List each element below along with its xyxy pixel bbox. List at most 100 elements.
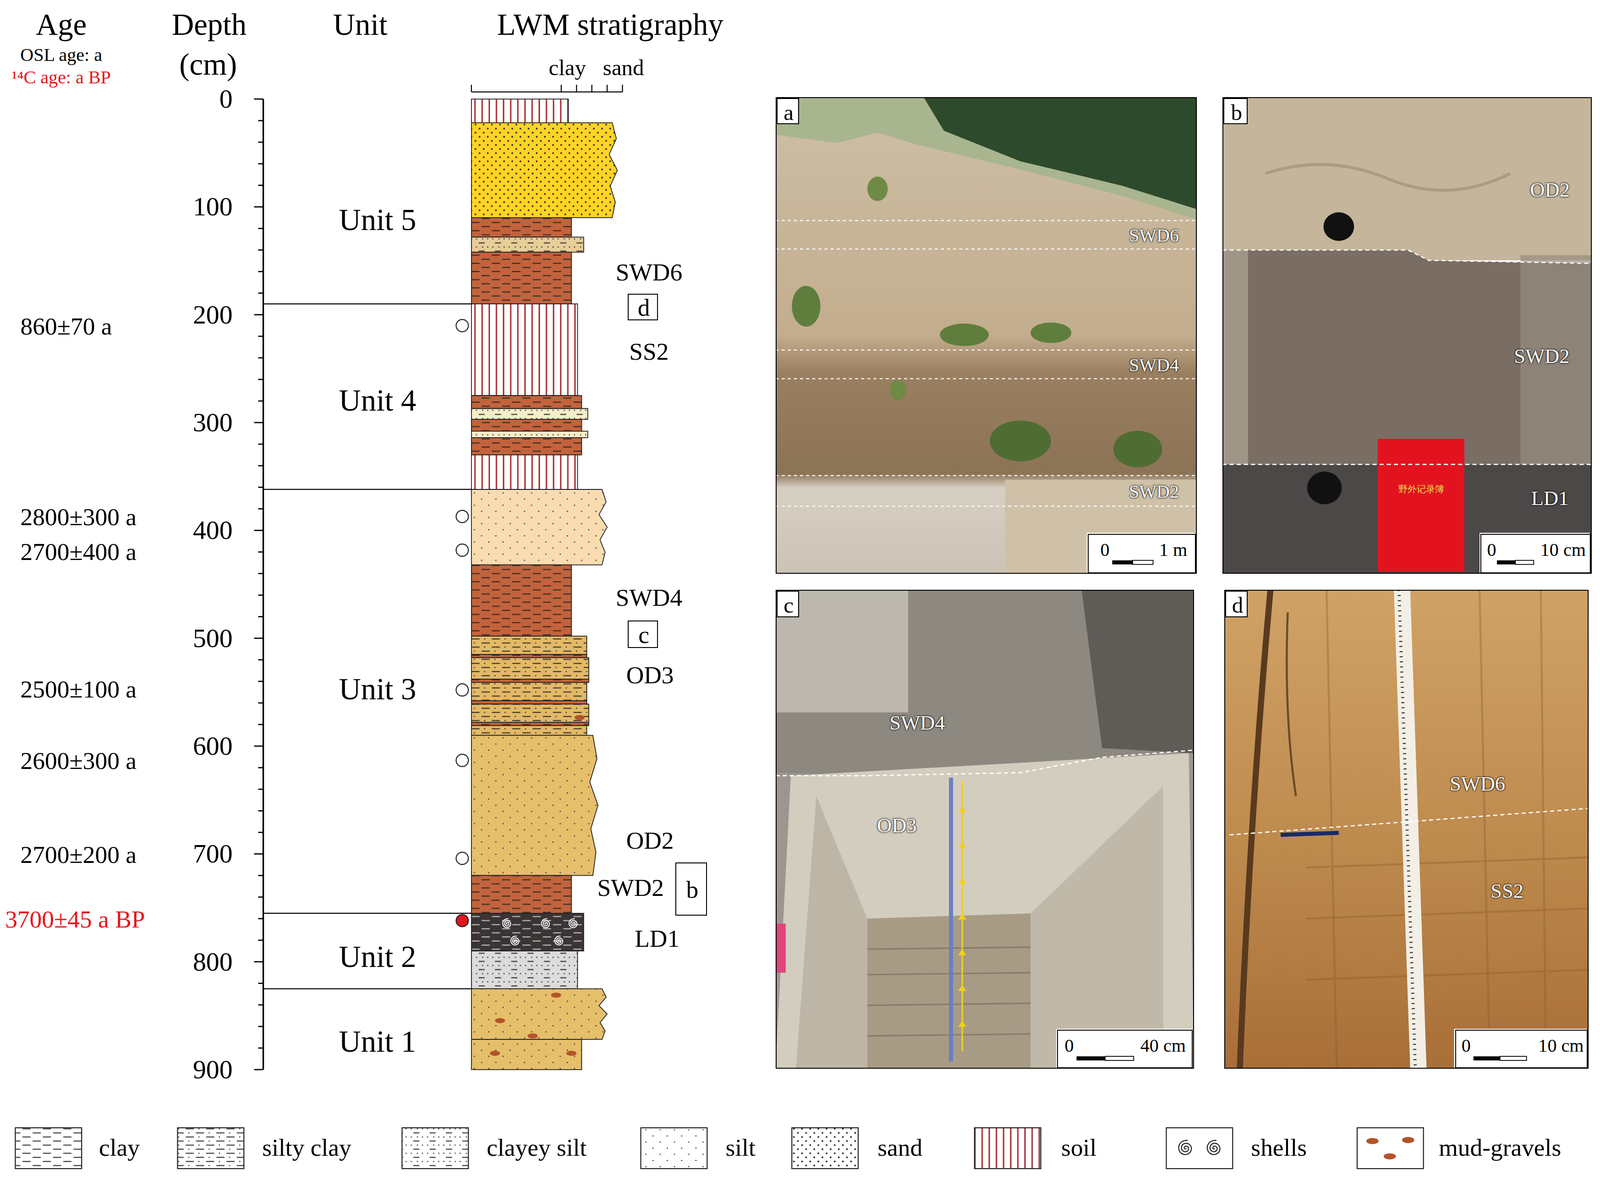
- photo-a-cliff: [775, 97, 799, 124]
- layer-label: OD3: [626, 663, 674, 688]
- legend-text: clay: [98, 1135, 140, 1161]
- photo-c-pit: [958, 913, 967, 920]
- photo-layer-label: OD3: [876, 815, 917, 836]
- photo-d-section: [1500, 1056, 1527, 1061]
- depth-tick: [257, 810, 264, 812]
- depth-tick: [257, 723, 264, 726]
- grain-size-tick: [560, 84, 562, 93]
- photo-c-pit: [958, 984, 967, 991]
- box-text: d: [1232, 593, 1244, 617]
- sediment-layer: [471, 1039, 582, 1070]
- photo-d-section: [1239, 589, 1271, 1069]
- header: OSL age: a: [20, 45, 103, 65]
- osl-age-label: 2800±300 a: [20, 504, 137, 530]
- box-text: b: [685, 877, 699, 902]
- depth-tick-label: 800: [192, 948, 233, 976]
- photo-layer-label: SS2: [1490, 880, 1524, 902]
- legend: [15, 1127, 1424, 1169]
- osl-age-label: 860±70 a: [20, 314, 113, 339]
- photo-b-section: [1222, 250, 1592, 264]
- photo-panel: SWD4OD3c040 cm: [775, 589, 1195, 1069]
- photo-b-section: [1265, 164, 1511, 191]
- photo-b-section: [1222, 97, 1592, 261]
- box-text: 40 cm: [1140, 1036, 1186, 1055]
- header: Unit: [333, 9, 388, 40]
- depth-tick: [257, 227, 264, 230]
- photo-panel: SWD6SWD4SWD2a01 m: [775, 97, 1198, 574]
- layer-label: LD1: [634, 926, 680, 951]
- shell-symbol: [1178, 1139, 1192, 1155]
- mud-gravel: [1402, 1136, 1415, 1143]
- scale-bar-box: 01 m: [1087, 533, 1196, 574]
- sample-point: [455, 852, 469, 865]
- grain-size-tick: [621, 84, 623, 93]
- sediment-layer: [471, 564, 572, 636]
- layer-label: SWD6: [615, 260, 683, 285]
- depth-tick-label: 400: [192, 516, 233, 544]
- depth-tick: [257, 335, 264, 337]
- box-text: 10 cm: [1540, 540, 1586, 559]
- grain-size-tick: [591, 84, 593, 93]
- osl-age-label: 2700±200 a: [20, 843, 137, 868]
- photo-a-cliff: [775, 349, 1198, 351]
- photo-c-pit: [775, 589, 1195, 1069]
- layer-label: OD2: [626, 828, 674, 853]
- mud-gravel: [574, 714, 585, 720]
- photo-a-cliff: [775, 378, 1198, 379]
- grain-size-tick: [575, 84, 577, 93]
- depth-tick: [257, 249, 264, 251]
- sediment-layer: [471, 988, 608, 1040]
- photo-d-section: [1306, 969, 1590, 980]
- legend-swatch: [401, 1127, 469, 1169]
- photo-a-cliff: [775, 475, 1198, 477]
- depth-tick: [254, 745, 264, 747]
- sample-point: [455, 754, 469, 767]
- photo-c-pit: [958, 805, 967, 1027]
- shell-symbol: [569, 918, 577, 928]
- unit-boundary: [263, 303, 472, 305]
- sediment-layer: [471, 419, 582, 432]
- depth-tick: [257, 767, 264, 769]
- legend-swatch: [974, 1127, 1042, 1169]
- mud-gravel: [489, 1050, 500, 1056]
- photo-c-pit: [775, 589, 1195, 776]
- photo-a-cliff: [1112, 560, 1133, 565]
- depth-tick: [257, 702, 264, 704]
- sediment-layer: [471, 303, 578, 396]
- depth-tick: [257, 658, 264, 661]
- depth-tick: [257, 357, 264, 359]
- box-text: 1 m: [1159, 540, 1188, 559]
- photo-a-cliff: [775, 97, 1198, 574]
- sediment-layer: [471, 431, 588, 438]
- photo-a-cliff: [775, 220, 1198, 507]
- grain-size-ruler: [471, 91, 623, 93]
- depth-tick: [257, 982, 264, 984]
- header: ¹⁴C age: a BP: [11, 68, 111, 87]
- box-text: 10 cm: [1538, 1036, 1584, 1055]
- mud-gravel: [566, 1050, 577, 1056]
- photo-ref-box: d: [627, 293, 659, 321]
- photo-c-pit: [1081, 589, 1195, 753]
- sediment-layer: [471, 635, 587, 655]
- photo-d-section: [1473, 1056, 1501, 1061]
- photo-c-pit: [958, 841, 967, 848]
- scale-bar-box: 010 cm: [1480, 533, 1591, 574]
- photo-a-cliff: [889, 379, 907, 401]
- photo-b-section: [1323, 212, 1354, 241]
- sediment-layer: [471, 725, 587, 735]
- photo-c-pit: [958, 805, 967, 812]
- mud-gravel: [1366, 1137, 1379, 1144]
- photo-d-section: [1224, 589, 1589, 1069]
- scale-bar-box: 040 cm: [1057, 1029, 1193, 1069]
- legend-text: sand: [877, 1135, 923, 1161]
- photo-a-cliff: [923, 97, 1197, 210]
- photo-c-pit: [1030, 785, 1164, 1069]
- photo-a-cliff: [939, 323, 989, 346]
- depth-tick-label: 100: [192, 193, 233, 220]
- depth-tick: [257, 680, 264, 683]
- depth-tick-label: 200: [192, 301, 233, 329]
- photo-a-cliff: [775, 219, 1198, 221]
- grain-size-tick: [471, 84, 472, 93]
- photo-layer-label: SWD4: [889, 712, 945, 733]
- legend-text: mud-gravels: [1438, 1135, 1562, 1161]
